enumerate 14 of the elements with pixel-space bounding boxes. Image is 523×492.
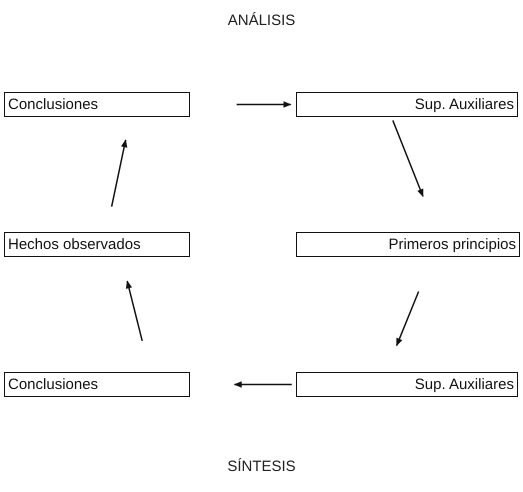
arrow — [236, 101, 292, 108]
text-box: Hechos observados — [4, 232, 190, 257]
arrow — [110, 139, 128, 207]
arrow — [126, 280, 143, 342]
text-box: Conclusiones — [4, 372, 190, 397]
arrow — [234, 381, 292, 388]
section-heading: SÍNTESIS — [226, 458, 297, 475]
arrow — [392, 120, 424, 198]
text-box: Primeros principios — [296, 232, 520, 257]
section-heading: ANÁLISIS — [226, 12, 296, 29]
text-box: Conclusiones — [4, 92, 190, 117]
arrow — [396, 291, 420, 346]
text-box: Sup. Auxiliares — [296, 92, 518, 117]
text-box: Sup. Auxiliares — [296, 372, 518, 397]
